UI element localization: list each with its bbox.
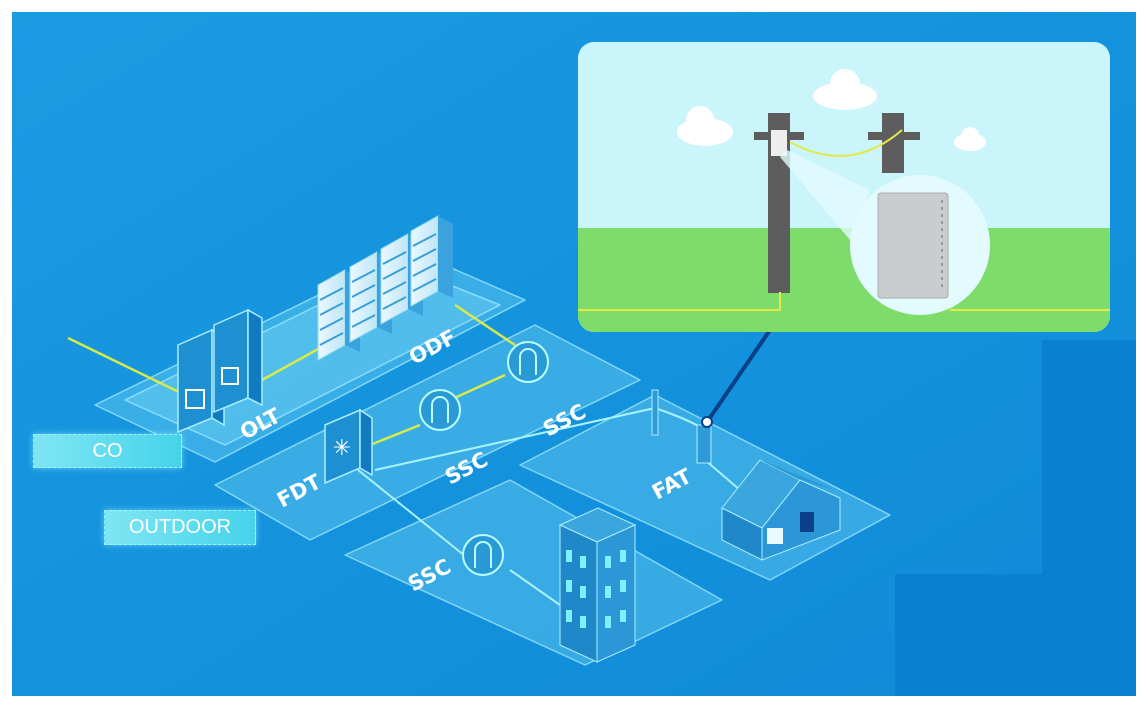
ssc-fdt-fiber xyxy=(369,423,421,447)
background-block xyxy=(895,574,1136,696)
snowflake-icon: ✳ xyxy=(333,436,351,461)
odf-racks xyxy=(317,215,454,361)
ssc-dome-1 xyxy=(507,341,549,383)
fat-pole xyxy=(651,328,772,464)
zone-tag-outdoor: OUTDOOR xyxy=(104,510,256,545)
cloud-icon xyxy=(677,69,986,151)
fdt-fat-cable xyxy=(374,407,656,471)
odf-olt-fiber xyxy=(261,346,321,382)
apartment-building xyxy=(558,507,637,663)
odf-ssc-fiber xyxy=(454,303,516,347)
ssc-dome-3 xyxy=(462,534,504,576)
zone-tag-co: CO xyxy=(33,434,182,468)
fdt-cabinet: ✳ xyxy=(324,408,373,485)
fat-box-small xyxy=(771,130,787,156)
zoom-connector xyxy=(705,328,772,424)
fat-house-cable xyxy=(704,459,741,491)
background-block xyxy=(1042,340,1136,576)
ssc-ssc-fiber xyxy=(449,373,506,402)
house xyxy=(721,459,841,561)
olt-device xyxy=(177,308,263,434)
fat-box-closeup xyxy=(877,192,949,299)
fdt-ssc-cable xyxy=(357,469,471,561)
ssc-dome-2 xyxy=(419,389,461,431)
ssc-building-cable xyxy=(509,569,561,606)
pole-inset-panel xyxy=(578,42,1110,332)
utility-pole xyxy=(882,113,904,173)
incoming-fiber xyxy=(67,336,186,397)
